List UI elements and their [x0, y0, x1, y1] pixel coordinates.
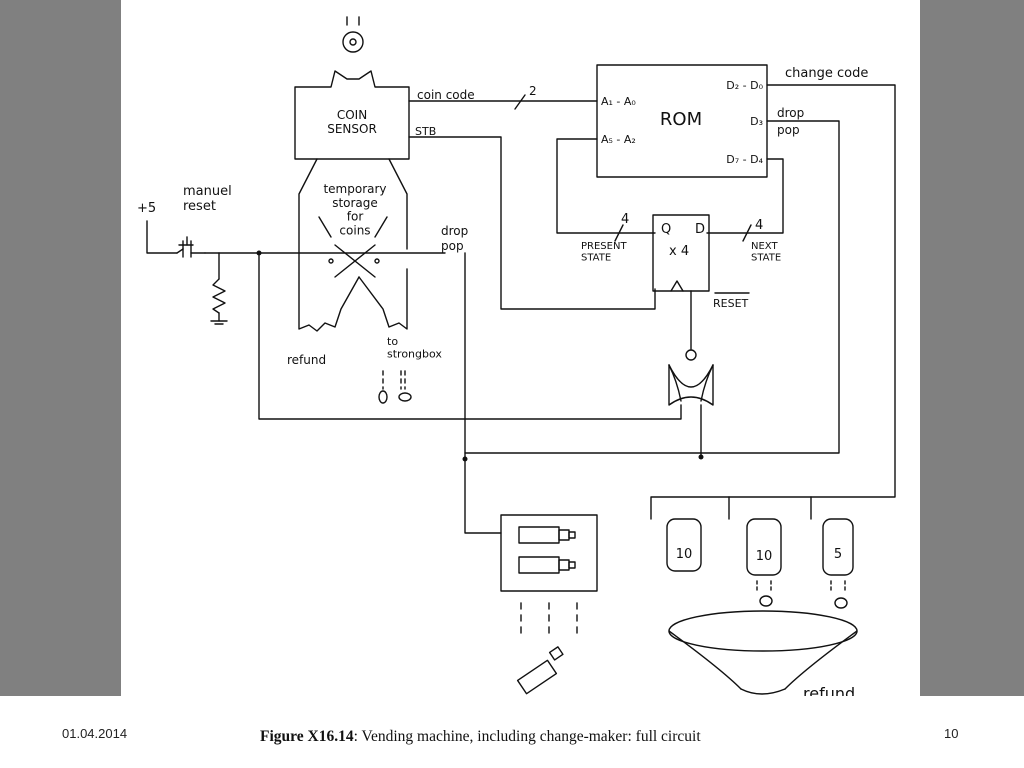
pop-top-label: pop: [777, 123, 800, 137]
coin-5-label: 5: [834, 547, 842, 562]
rom-in-a1a0: A₁ - A₀: [601, 95, 636, 108]
pop-mid-label: pop: [441, 239, 464, 253]
junction-dot: [462, 456, 468, 462]
ff-x4-label: x 4: [669, 244, 689, 259]
rom-in-a5a2: A₅ - A₂: [601, 133, 636, 146]
figure-caption: Figure X16.14: Vending machine, includin…: [260, 728, 701, 746]
coin-sensor-box: [294, 70, 410, 160]
coin-funnel: [298, 158, 408, 332]
reset-switch: [146, 220, 446, 258]
drop-mid-label: drop: [441, 224, 468, 238]
rom-label: ROM: [660, 109, 702, 130]
pop-dispenser: [500, 514, 598, 695]
page-number: 10: [944, 726, 959, 741]
present-state-bits: 4: [621, 212, 629, 227]
rom-out-d2d0: D₂ - D₀: [726, 79, 763, 92]
drop-top-label: drop: [777, 106, 804, 120]
refund-bottom-label: refund: [803, 684, 855, 696]
coin-icon: [342, 16, 364, 53]
caption-text: : Vending machine, including change-make…: [353, 728, 701, 745]
pulldown-resistor: [210, 252, 228, 325]
right-margin-bar: [920, 0, 1024, 696]
coin-tube-10b: [746, 518, 782, 607]
rom-out-d3: D₃: [750, 115, 763, 128]
coin-tube-5: [822, 518, 854, 609]
coin-code-label: coin code: [417, 88, 475, 102]
footer-date: 01.04.2014: [62, 726, 128, 741]
left-margin-bar: [0, 0, 121, 696]
stb-label: STB: [415, 125, 436, 138]
junction-dot: [698, 454, 704, 460]
caption-figure-number: Figure X16.14: [260, 728, 354, 745]
refund-funnel: [668, 610, 858, 695]
rom-out-d7d4: D₇ - D₄: [726, 153, 763, 166]
flipflop-box: [652, 214, 710, 292]
next-state-bits: 4: [755, 218, 763, 233]
plus5-label: +5: [137, 201, 156, 216]
coin-code-bits: 2: [529, 84, 537, 98]
coin-10b-label: 10: [756, 549, 773, 564]
reset-label: RESET: [713, 297, 749, 310]
change-code-label: change code: [785, 66, 868, 81]
ff-q-label: Q: [661, 222, 671, 237]
strongbox-coins: [378, 370, 412, 404]
coin-tube-10a: [666, 518, 702, 572]
coin-10a-label: 10: [676, 547, 693, 562]
refund-left-label: refund: [287, 353, 326, 367]
ff-d-label: D: [695, 222, 705, 237]
nor-gate: [668, 349, 714, 406]
